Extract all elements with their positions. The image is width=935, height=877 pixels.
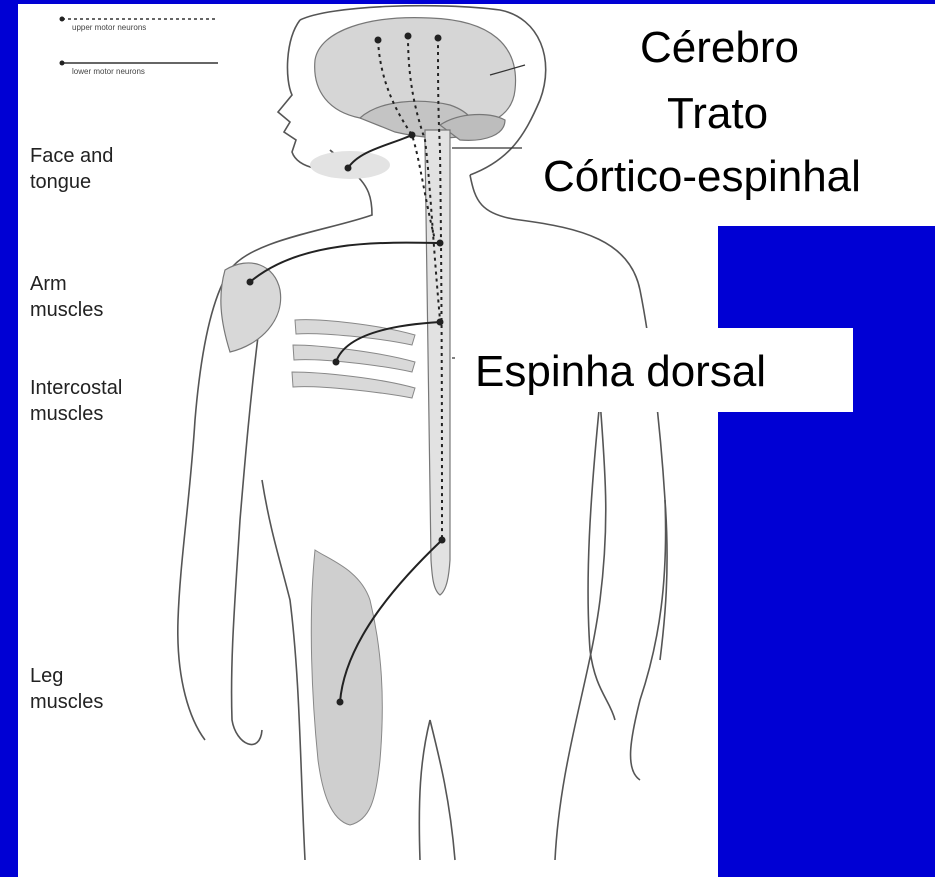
cortico-espinhal-label: Córtico-espinhal xyxy=(543,151,861,203)
legend-lower-label: lower motor neurons xyxy=(72,67,145,76)
leg-muscles-label: Leg muscles xyxy=(30,663,103,715)
intercostal-label-line1: Intercostal xyxy=(30,375,122,401)
cerebro-label: Cérebro xyxy=(640,22,799,74)
leg-label-line2: muscles xyxy=(30,689,103,715)
face-label-line1: Face and xyxy=(30,143,113,169)
arm-label-line2: muscles xyxy=(30,297,103,323)
torso-right xyxy=(555,400,606,860)
brain xyxy=(315,18,516,141)
face-tongue-label: Face and tongue xyxy=(30,143,113,195)
spinal-cord xyxy=(425,130,450,595)
leg-label-line1: Leg xyxy=(30,663,103,689)
right-arm-inner xyxy=(588,400,615,720)
intercostal-muscles-label: Intercostal muscles xyxy=(30,375,122,427)
face-label-line2: tongue xyxy=(30,169,113,195)
leg-muscle xyxy=(311,550,382,825)
arm-muscles-label: Arm muscles xyxy=(30,271,103,323)
torso-left xyxy=(262,480,305,860)
leg-inner-right xyxy=(430,720,455,860)
arm-label-line1: Arm xyxy=(30,271,103,297)
inner-arm-left xyxy=(232,320,262,744)
espinha-dorsal-label: Espinha dorsal xyxy=(475,346,766,398)
trato-label: Trato xyxy=(667,88,768,140)
arm-muscle xyxy=(221,263,281,352)
intercostal-muscles xyxy=(292,320,415,398)
legend-upper-label: upper motor neurons xyxy=(72,23,146,32)
neck-right xyxy=(470,175,667,660)
leg-inner-left xyxy=(419,720,430,860)
intercostal-label-line2: muscles xyxy=(30,401,122,427)
right-arm-outer xyxy=(631,500,666,780)
